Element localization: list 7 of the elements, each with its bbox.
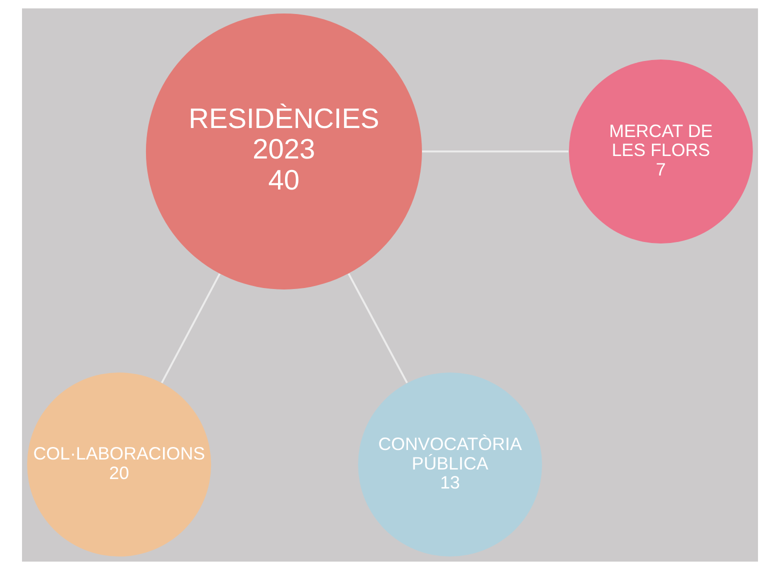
node-circle: COL·LABORACIONS 20 — [27, 372, 212, 557]
node-circle: CONVOCATÒRIA PÚBLICA 13 — [358, 372, 542, 557]
connector — [160, 273, 221, 384]
node-circle: MERCAT DE LES FLORS 7 — [568, 59, 753, 244]
node-circle: RESIDÈNCIES 2023 40 — [146, 13, 422, 290]
connector — [348, 273, 408, 384]
connector — [422, 150, 568, 152]
